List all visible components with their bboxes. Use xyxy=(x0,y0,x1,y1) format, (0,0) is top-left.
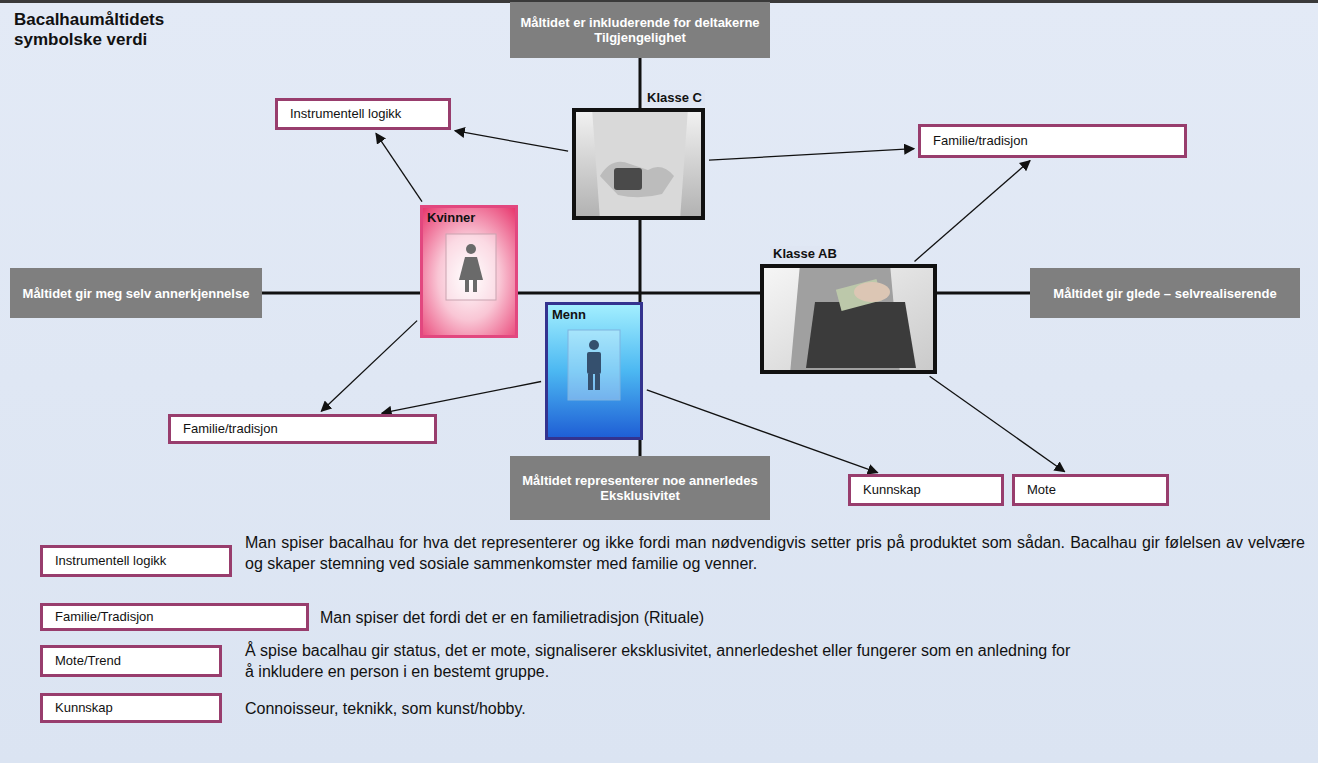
diagram-title: Bacalhaumåltidets symbolske verdi xyxy=(14,10,229,50)
box-text: Instrumentell logikk xyxy=(55,553,217,569)
category-box: Instrumentell logikk xyxy=(40,545,232,577)
box-text: Måltidet gir glede – selvrealiserende xyxy=(1053,286,1276,301)
man-icon xyxy=(589,340,599,350)
woman-icon xyxy=(459,257,483,280)
photo-ground xyxy=(760,264,937,374)
category-box: Familie/tradisjon xyxy=(918,124,1187,158)
box-text: Kunnskap xyxy=(863,482,989,498)
group-label: Klasse C xyxy=(644,90,705,106)
arrow-connector xyxy=(915,161,1031,262)
category-box: Instrumentell logikk xyxy=(275,98,451,130)
axis-pole-box: Måltidet representerer noe annerledesEks… xyxy=(510,456,770,520)
category-box: Kunnskap xyxy=(848,474,1004,506)
group-box: Menn xyxy=(545,302,643,440)
title-wrap: Bacalhaumåltidets symbolske verdi xyxy=(14,10,229,50)
box-subtext: Eksklusivitet xyxy=(600,488,680,503)
sweater-figure xyxy=(592,108,688,220)
category-box: Familie/Tradisjon xyxy=(40,603,309,631)
photo-box: Klasse AB xyxy=(760,264,937,374)
arrow-connector xyxy=(455,131,568,152)
man-icon xyxy=(595,374,600,390)
hand-figure xyxy=(854,282,890,302)
wallet-figure xyxy=(614,168,642,190)
woman-icon xyxy=(466,244,476,254)
box-subtext: Tilgjengelighet xyxy=(594,30,686,45)
box-text: Mote/Trend xyxy=(55,653,207,669)
description-text: Å spise bacalhau gir status, det er mote… xyxy=(245,640,1075,682)
group-box: Kvinner xyxy=(420,205,518,338)
woman-icon xyxy=(465,280,469,292)
category-box: Kunnskap xyxy=(40,693,222,723)
woman-icon xyxy=(473,280,477,292)
category-box: Familie/tradisjon xyxy=(168,414,437,444)
box-text: Måltidet er inkluderende for deltakerne xyxy=(520,15,759,30)
hands-figure xyxy=(600,162,674,198)
arrow-connector xyxy=(382,382,541,414)
description-wrap: Man spiser bacalhau for hva det represen… xyxy=(245,532,1305,574)
box-text: Måltidet representerer noe annerledes xyxy=(522,473,758,488)
box-text: Familie/tradisjon xyxy=(933,133,1172,149)
axis-pole-box: Måltidet gir glede – selvrealiserende xyxy=(1030,268,1300,318)
photo-box: Klasse C xyxy=(572,108,705,220)
box-text: Mote xyxy=(1027,482,1154,498)
box-text: Instrumentell logikk xyxy=(290,106,436,122)
arrow-connector xyxy=(709,149,914,160)
bag-figure xyxy=(806,302,916,368)
category-box: Mote xyxy=(1012,474,1169,506)
description-text: Connoisseur, teknikk, som kunst/hobby. xyxy=(245,698,1305,719)
arrow-connector xyxy=(376,133,422,201)
gradient-panel xyxy=(420,205,518,338)
icon-tile xyxy=(568,330,620,400)
arrow-connector xyxy=(321,321,417,412)
axis-pole-box: Måltidet gir meg selv annerkjennelse xyxy=(10,268,262,318)
group-label: Klasse AB xyxy=(770,246,840,262)
man-icon xyxy=(588,374,593,390)
box-text: Måltidet gir meg selv annerkjennelse xyxy=(23,286,250,301)
description-wrap: Man spiser det fordi det er en familietr… xyxy=(320,607,1300,628)
description-text: Man spiser det fordi det er en familietr… xyxy=(320,607,1300,628)
group-label: Menn xyxy=(548,305,640,325)
box-text: Familie/Tradisjon xyxy=(55,609,294,625)
gradient-panel xyxy=(545,302,643,440)
group-label: Kvinner xyxy=(423,208,515,228)
icon-tile xyxy=(446,234,496,300)
box-text: Familie/tradisjon xyxy=(183,421,422,437)
photo-ground xyxy=(572,108,705,220)
man-icon xyxy=(587,352,601,374)
description-wrap: Connoisseur, teknikk, som kunst/hobby. xyxy=(245,698,1305,719)
description-text: Man spiser bacalhau for hva det represen… xyxy=(245,532,1305,574)
box-text: Kunnskap xyxy=(55,700,207,716)
arrow-connector xyxy=(930,376,1065,471)
description-wrap: Å spise bacalhau gir status, det er mote… xyxy=(245,640,1075,682)
category-box: Mote/Trend xyxy=(40,645,222,677)
axis-pole-box: Måltidet er inkluderende for deltakerneT… xyxy=(510,2,770,58)
